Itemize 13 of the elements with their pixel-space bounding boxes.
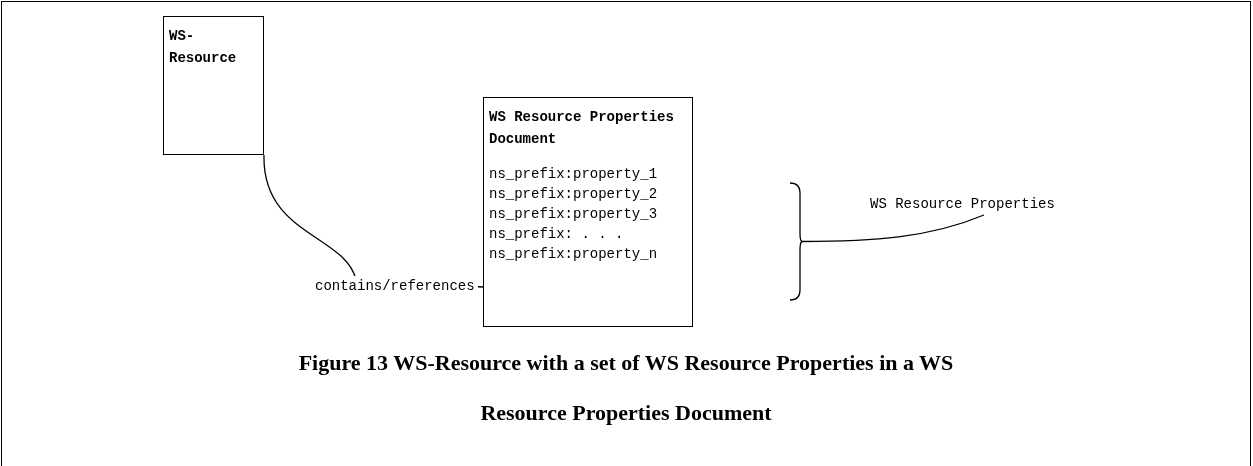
box-title: WS Resource Properties Document [489,108,675,149]
figure-caption: Figure 13 WS-Resource with a set of WS Resource Properties in a WS Resource Properties Document [297,349,955,427]
callout-text: WS Resource Properties [870,193,1135,215]
connector-line [801,214,985,243]
property-line: ns_prefix: . . . [489,225,625,244]
resource-box [163,16,264,155]
property-line: ns_prefix:property_n [489,245,659,264]
resource-box [483,97,693,327]
property-line: ns_prefix:property_2 [489,185,659,204]
property-line: ns_prefix:property_3 [489,205,659,224]
box-title: WS-Resource [169,27,238,68]
curly-brace [790,183,802,300]
property-line: ns_prefix:property_1 [489,165,659,184]
